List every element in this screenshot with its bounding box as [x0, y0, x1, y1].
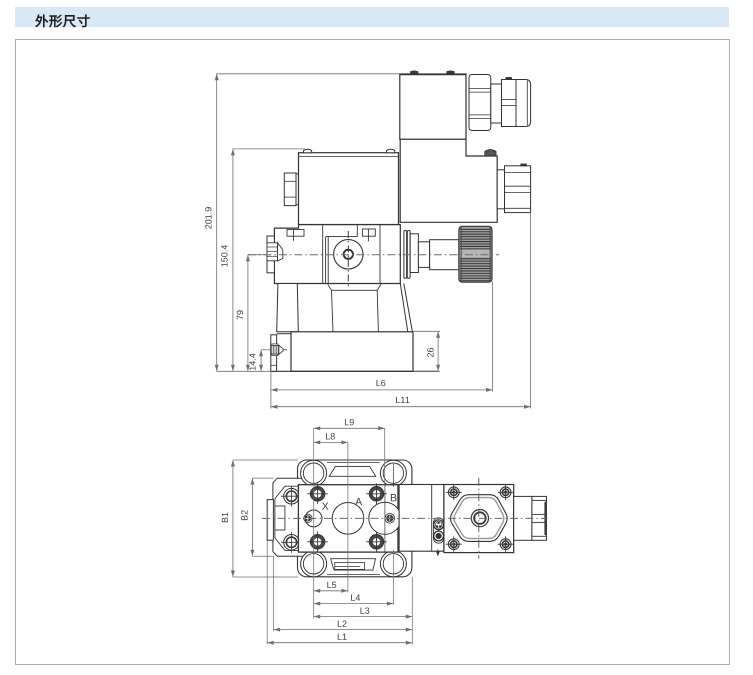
svg-text:B1: B1 — [220, 512, 230, 523]
svg-text:150.4: 150.4 — [220, 245, 230, 268]
svg-text:A: A — [355, 496, 362, 508]
svg-text:B: B — [390, 492, 397, 504]
svg-text:B2: B2 — [240, 510, 250, 521]
svg-text:L3: L3 — [360, 606, 370, 616]
svg-text:L11: L11 — [395, 395, 409, 405]
svg-text:L5: L5 — [327, 580, 337, 590]
svg-text:14.4: 14.4 — [248, 353, 258, 371]
svg-text:L8: L8 — [325, 431, 335, 441]
svg-text:L4: L4 — [350, 593, 360, 603]
svg-text:L2: L2 — [337, 619, 347, 629]
svg-text:26: 26 — [425, 347, 435, 357]
svg-text:L1: L1 — [337, 632, 347, 642]
svg-text:79: 79 — [235, 310, 245, 320]
svg-text:L6: L6 — [376, 378, 386, 388]
svg-text:201.9: 201.9 — [204, 207, 214, 230]
svg-text:L9: L9 — [344, 417, 354, 427]
svg-text:X: X — [322, 501, 329, 513]
